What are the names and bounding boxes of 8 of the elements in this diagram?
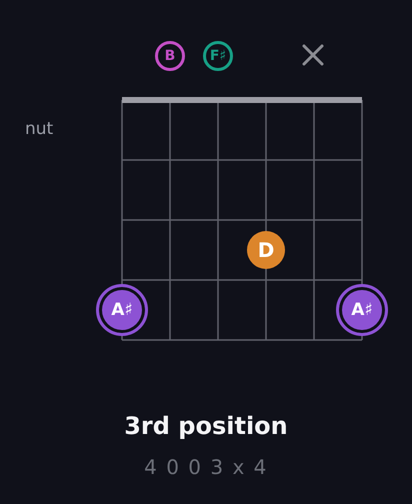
note-dot: A♯ — [96, 284, 148, 336]
note-dot: F♯ — [203, 41, 233, 71]
chord-title: 3rd position — [124, 412, 288, 441]
note-dot: D — [247, 231, 285, 269]
note-dot: B — [155, 41, 185, 71]
note-dot: A♯ — [336, 284, 388, 336]
nut-label: nut — [25, 119, 54, 140]
fret-numbers: 4 0 0 3 x 4 — [144, 455, 268, 479]
